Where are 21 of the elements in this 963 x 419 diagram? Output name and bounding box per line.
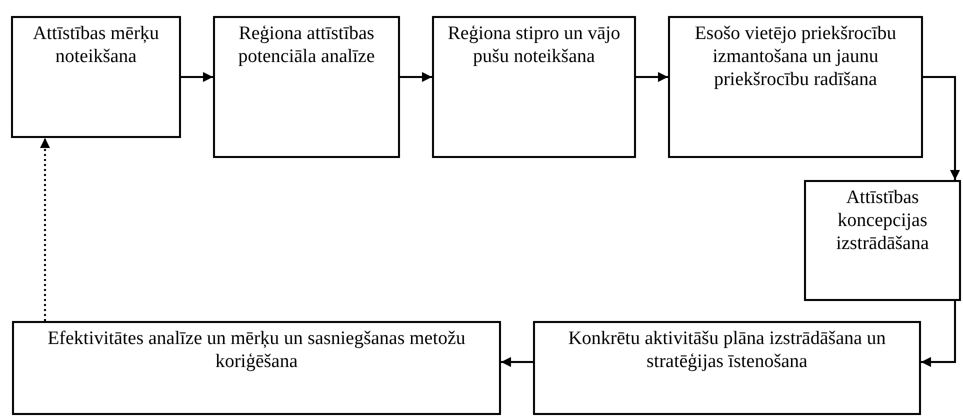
process-box xyxy=(668,16,923,158)
process-box xyxy=(11,16,181,138)
arrow xyxy=(40,138,50,321)
arrow xyxy=(923,76,960,180)
process-box xyxy=(804,180,961,301)
process-box xyxy=(213,16,400,158)
step-text: Reģiona attīstības potenciāla analīze xyxy=(237,22,376,68)
step-text: Efektivitātes analīze un mērķu un sasniegšanas metožu koriģēšana xyxy=(46,327,466,373)
process-box xyxy=(432,16,636,158)
arrow xyxy=(181,72,213,82)
step-text: Reģiona stipro un vājo pušu noteikšana xyxy=(446,22,622,68)
arrow xyxy=(636,72,668,82)
step-text: Esošo vietējo priekšrocību izmantošana un jaunu priekšrocību radīšana xyxy=(694,22,898,91)
arrow xyxy=(400,72,432,82)
arrow xyxy=(501,357,533,367)
step-text: Konkrētu aktivitāšu plāna izstrādāšana un stratēģijas īstenošana xyxy=(567,327,887,373)
process-box xyxy=(12,321,501,415)
arrow xyxy=(921,301,956,367)
process-box xyxy=(533,321,921,415)
step-text: Attīstības mērķu noteikšana xyxy=(32,22,160,68)
step-text: Attīstības koncepcijas izstrādāšana xyxy=(835,186,930,255)
